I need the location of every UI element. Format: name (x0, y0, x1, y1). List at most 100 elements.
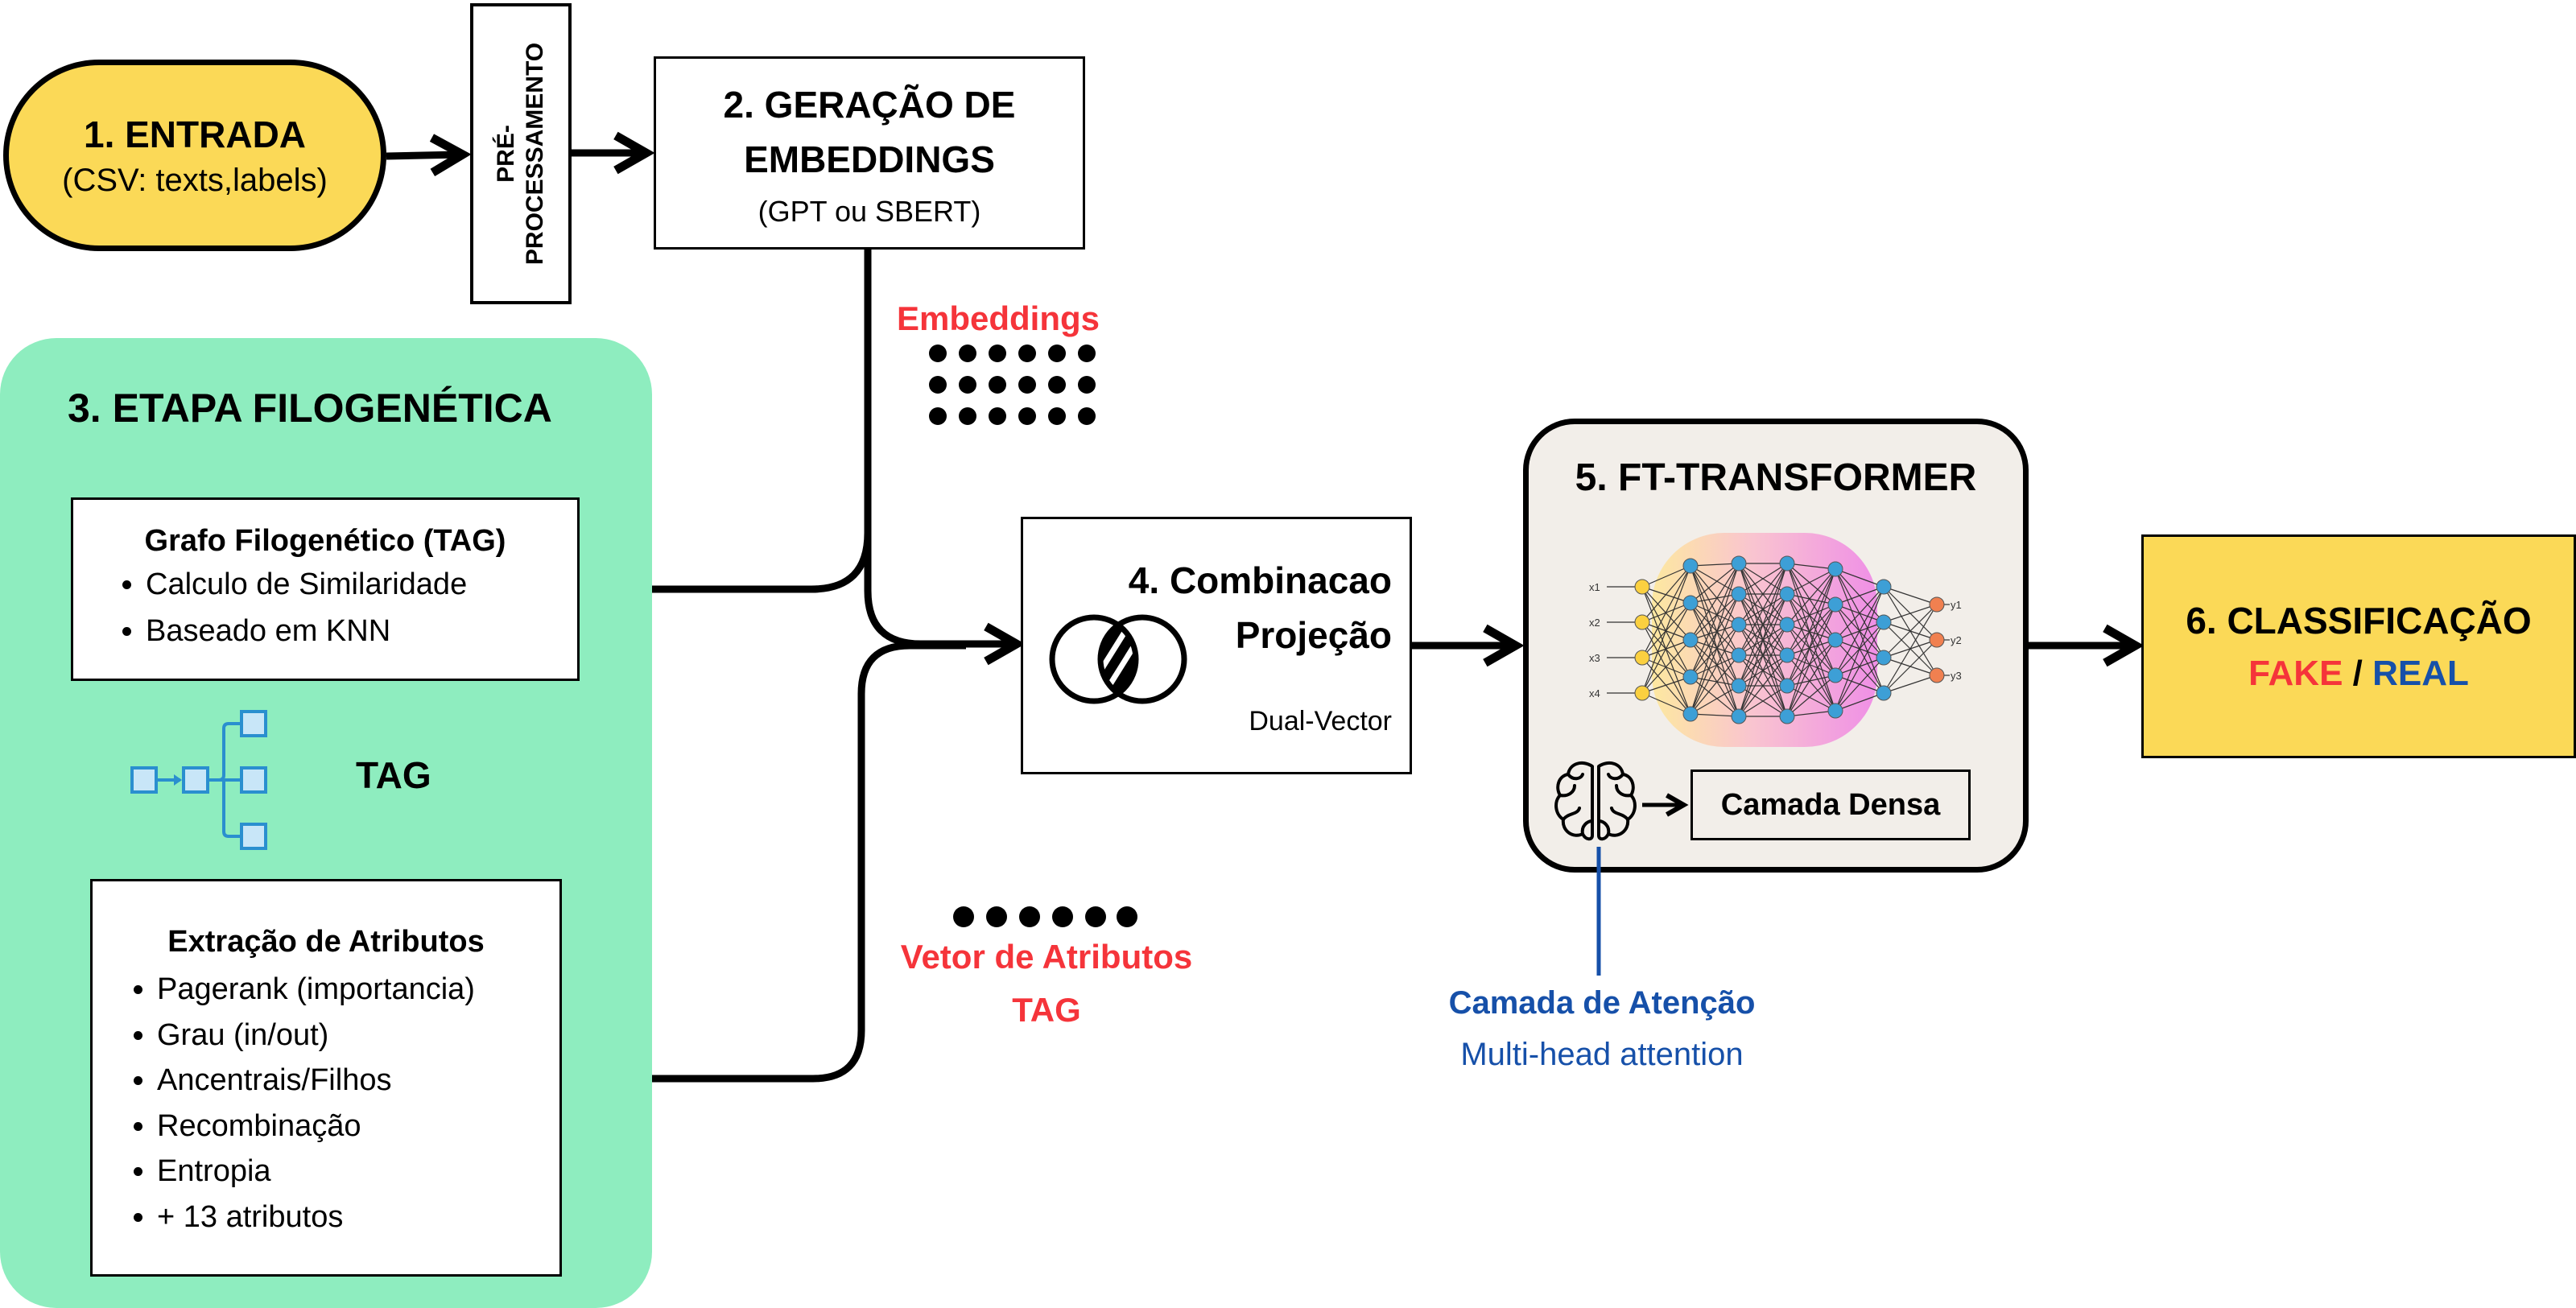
nn-edge (1641, 692, 1691, 715)
nn-edge (1883, 604, 1938, 658)
arrow-entrada-prep (386, 134, 472, 176)
nn-node (1876, 650, 1892, 666)
nn-node (1731, 555, 1747, 571)
nn-edge (1690, 563, 1740, 604)
fake-label: FAKE (2248, 654, 2343, 693)
brain-icon (1554, 761, 1637, 841)
nn-edge (1883, 675, 1938, 694)
phylogenetic-stage-title: 3. ETAPA FILOGENÉTICA (68, 386, 552, 431)
nn-edge (1690, 624, 1740, 678)
nn-node (1731, 678, 1747, 694)
nn-node (1779, 555, 1795, 571)
nn-edge (1835, 657, 1885, 712)
venn-overlap-icon (1049, 614, 1187, 704)
nn-node (1682, 669, 1699, 685)
nn-edge (1738, 593, 1788, 717)
embedding-generation-title: 2. GERAÇÃO DE EMBEDDINGS (723, 84, 1016, 180)
nn-node (1779, 647, 1795, 663)
nn-edge (1786, 654, 1836, 676)
nn-edge (1690, 563, 1740, 567)
nn-edge (1690, 593, 1740, 715)
nn-node (1731, 647, 1747, 663)
list-item: + 13 atributos (157, 1195, 475, 1240)
nn-edge (1690, 593, 1740, 641)
tree-graph-icon (130, 710, 267, 850)
nn-edge (1690, 639, 1740, 656)
nn-edge (1786, 593, 1836, 712)
nn-node (1731, 586, 1747, 602)
list-item: Baseado em KNN (146, 608, 467, 654)
nn-edge (1738, 624, 1788, 717)
nn-edge (1738, 654, 1788, 717)
nn-edge (1641, 586, 1691, 678)
embeddings-dots-icon (929, 345, 1096, 425)
nn-edge (1690, 676, 1740, 687)
nn-edge (1786, 568, 1836, 687)
nn-node (1634, 650, 1650, 666)
embedding-generation-subtitle: (GPT ou SBERT) (758, 195, 981, 228)
separator: / (2343, 654, 2373, 693)
nn-edge (1738, 563, 1788, 595)
nn-edge (1690, 602, 1740, 625)
nn-input-label: x1 (1589, 581, 1600, 593)
feature-vector-label: Vetor de Atributos TAG (900, 938, 1193, 1029)
nn-node (1876, 614, 1892, 630)
nn-edge (1690, 639, 1740, 717)
classification-title: 6. CLASSIFICAÇÃO (2186, 600, 2532, 642)
nn-output-label: y1 (1951, 599, 1962, 611)
nn-edge (1641, 586, 1691, 604)
preprocess-box: PRÉ- PROCESSAMENTO (470, 3, 572, 304)
nn-edge (1641, 602, 1691, 694)
real-label: REAL (2372, 654, 2469, 693)
combination-title: 4. Combinacao Projeção (1128, 559, 1392, 656)
nn-edge (1690, 624, 1740, 641)
nn-node (1929, 632, 1945, 648)
entrada-title: 1. ENTRADA (83, 113, 307, 155)
attention-layer-subtitle: Multi-head attention (1460, 1037, 1744, 1072)
nn-edge (1690, 639, 1740, 687)
nn-edge (1835, 621, 1885, 712)
nn-edge (1786, 568, 1836, 595)
nn-edge (1835, 586, 1885, 712)
nn-input-label: x2 (1589, 617, 1600, 629)
nn-edge (1641, 565, 1691, 623)
nn-edge (1835, 692, 1885, 712)
nn-edge (1641, 621, 1691, 641)
nn-edge (1835, 586, 1885, 676)
nn-node (1779, 586, 1795, 602)
nn-edge (1883, 639, 1938, 694)
nn-node (1876, 685, 1892, 701)
nn-edge (1641, 676, 1691, 694)
nn-node (1731, 708, 1747, 724)
nn-node (1634, 579, 1650, 595)
nn-edge (1690, 713, 1740, 717)
feature-extraction-box: Extração de Atributos Pagerank (importan… (90, 879, 562, 1277)
nn-edge (1690, 593, 1740, 678)
list-item: Ancentrais/Filhos (157, 1058, 475, 1104)
nn-edge (1786, 624, 1836, 676)
nn-edge (1738, 563, 1788, 717)
nn-edge (1786, 568, 1836, 656)
nn-node (1682, 595, 1699, 611)
nn-edge (1786, 624, 1836, 641)
nn-edge (1690, 563, 1740, 678)
nn-edge (1786, 593, 1836, 605)
nn-node (1827, 632, 1843, 648)
nn-edge (1786, 675, 1836, 717)
nn-edge (1786, 639, 1836, 656)
phylogenetic-graph-title: Grafo Filogenético (TAG) (144, 524, 506, 558)
attention-layer-title: Camada de Atenção (1448, 985, 1756, 1021)
nn-node (1682, 632, 1699, 648)
nn-edge (1690, 565, 1740, 687)
nn-edge (1786, 710, 1836, 717)
phylogenetic-graph-box: Grafo Filogenético (TAG) Calculo de Simi… (71, 497, 580, 681)
nn-edge (1786, 568, 1836, 625)
nn-edge (1641, 565, 1691, 658)
nn-node (1634, 614, 1650, 630)
list-item: Recombinação (157, 1104, 475, 1149)
nn-edge (1786, 593, 1836, 676)
nn-edge (1641, 657, 1691, 678)
nn-edge (1738, 563, 1788, 687)
line-extr-comb (564, 642, 966, 1083)
nn-output-label: y3 (1951, 670, 1962, 682)
